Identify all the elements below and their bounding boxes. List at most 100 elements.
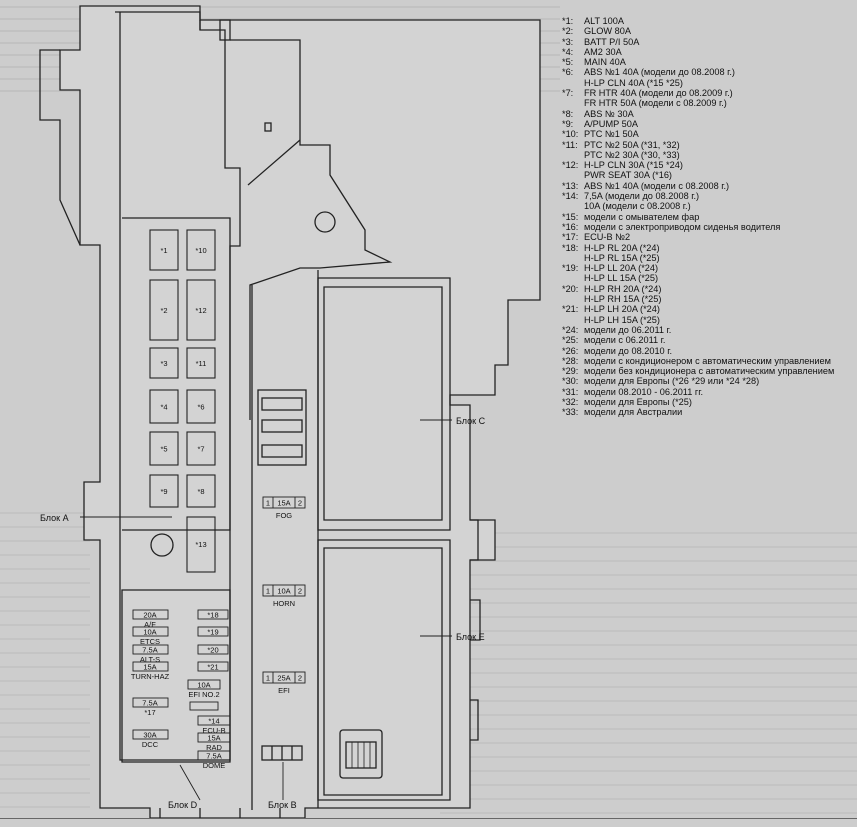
mini-fuse-label: TURN-HAZ [131, 672, 170, 681]
fuse-pin: 2 [298, 587, 302, 596]
fuse-slot [186, 347, 216, 379]
mini-fuse-label: RAD [206, 743, 222, 752]
legend-key: *17: [562, 232, 579, 243]
legend-value: модели 08.2010 - 06.2011 гг. [584, 386, 704, 397]
fuse-label: HORN [273, 599, 295, 608]
legend-entry: *16: модели с электроприводом сиденья вод… [562, 222, 852, 232]
legend-key: *28: [562, 355, 579, 366]
legend-key: *15: [562, 211, 579, 222]
mini-fuse-code: *18 [207, 611, 218, 620]
mini-fuse [132, 609, 169, 620]
mini-fuse-label: A/F [144, 620, 156, 629]
mini-fuse [132, 644, 169, 655]
legend-entry: *4:AM2 30A [562, 47, 852, 57]
relay-slot [261, 444, 303, 458]
fuse-slot [186, 279, 216, 341]
legend-key: *13: [562, 180, 579, 191]
block-c-frame [317, 277, 451, 531]
fuse-slot-label: *9 [160, 487, 167, 496]
fuse-slot-label: *7 [197, 445, 204, 454]
legend-value: H-LP RH 20A (*24) [584, 283, 662, 294]
mini-fuse-code: *21 [207, 663, 218, 672]
legend-entry: *15:модели с омывателем фар [562, 212, 852, 222]
mini-fuse-amp: 7.5A [206, 752, 221, 761]
fuse-slot [186, 229, 216, 271]
legend-key: *2: [562, 26, 574, 37]
legend-key: *18: [562, 242, 579, 253]
fuse-fog [262, 496, 306, 509]
block-a-label: Блок А [40, 513, 69, 523]
legend-value: ECU-B №2 [584, 232, 631, 243]
legend-value: H-LP LH 20A (*24) [584, 304, 660, 315]
fuse-amp: 15A [277, 499, 290, 508]
block-b-label: Блок B [268, 800, 297, 810]
legend-value: H-LP RL 20A (*24) [584, 242, 660, 253]
legend-value: BATT P/I 50A [584, 36, 640, 47]
mini-fuse-label: ECU-B [202, 726, 225, 735]
legend-value: модели для Европы (*25) [584, 396, 692, 407]
legend-key: *32: [562, 396, 579, 407]
fuse-slot-label: *12 [195, 306, 206, 315]
legend-key: *29: [562, 366, 579, 377]
mini-fuse-amp: 30A [143, 731, 156, 740]
legend-entry: *21: H-LP LH 20A (*24) [562, 304, 852, 314]
mini-fuse-label: *17 [144, 708, 155, 717]
legend-value: модели для Австралии [584, 407, 683, 418]
fuse-slot-label: *3 [160, 359, 167, 368]
mini-fuse [197, 732, 231, 743]
legend-entry: *9:A/PUMP 50A [562, 119, 852, 129]
relay-slot [261, 419, 303, 433]
fuse-slot [149, 389, 179, 424]
page-edge [0, 818, 857, 819]
legend-entry: *25:модели с 06.2011 г. [562, 335, 852, 345]
block-e-frame [317, 539, 451, 801]
mini-fuse [197, 609, 229, 620]
fuse-slot [149, 431, 179, 466]
legend-value: модели без кондиционера с автоматическим… [584, 366, 835, 377]
mini-fuse-amp: 15A [207, 734, 220, 743]
legend-key: *11: [562, 139, 578, 150]
legend-value-cont: PTC №2 30A (*30, *33) [584, 149, 680, 160]
fuse-slot-label: *11 [196, 359, 207, 368]
legend-key: *6: [562, 67, 574, 78]
legend-key: *5: [562, 57, 574, 68]
legend-entry: *8:ABS № 30A [562, 109, 852, 119]
legend-value: ABS №1 40A (модели до 08.2008 г.) [584, 67, 735, 78]
legend-key: *19: [562, 263, 579, 274]
legend-entry: *24: модели до 06.2011 г. [562, 325, 852, 335]
legend-key: *7: [562, 88, 574, 99]
fuse-amp: 10A [277, 587, 290, 596]
legend-entry: *26:модели до 08.2010 г. [562, 346, 852, 356]
legend-entry: *2: GLOW 80A [562, 26, 852, 36]
legend-key: *16: [562, 221, 579, 232]
legend-entry: *19: H-LP LL 20A (*24) [562, 263, 852, 273]
mounting-hole [314, 211, 336, 233]
fuse-slot-label: *13 [195, 540, 206, 549]
legend-entry: *11: PTC №2 50A (*31, *32) [562, 140, 852, 150]
mini-fuse [132, 697, 169, 708]
mini-fuse-label: ALT-S [140, 655, 160, 664]
fuse-box-outline [59, 5, 541, 819]
fuse-slot [186, 431, 216, 466]
fuse-slot-label: *10 [195, 246, 206, 255]
legend-value: модели с электроприводом сиденья водител… [584, 221, 781, 232]
legend-entry: *28:модели с кондиционером с автоматичес… [562, 356, 852, 366]
legend-entry: *6: ABS №1 40A (модели до 08.2008 г.) [562, 67, 852, 77]
legend-value: PTC №2 50A (*31, *32) [584, 139, 680, 150]
legend-value: H-LP LL 20A (*24) [584, 263, 659, 274]
mini-fuse-label: EFI NO.2 [188, 690, 219, 699]
legend-key: *24: [562, 324, 579, 335]
legend-value-cont: H-LP LH 15A (*25) [584, 314, 660, 325]
fuse-slot [186, 474, 216, 508]
legend-key: *4: [562, 46, 574, 57]
block-d-label: Блок D [168, 800, 198, 810]
legend-value-cont: H-LP RH 15A (*25) [584, 294, 662, 305]
legend-entry: *13:ABS №1 40A (модели с 08.2008 г.) [562, 181, 852, 191]
legend-value-cont: H-LP CLN 40A (*15 *25) [584, 77, 683, 88]
fuse-pin: 2 [298, 499, 302, 508]
legend-value: модели до 06.2011 г. [584, 324, 672, 335]
legend-value: GLOW 80A [584, 26, 631, 37]
fuse-slot [149, 279, 179, 341]
legend-key: *21: [562, 304, 579, 315]
